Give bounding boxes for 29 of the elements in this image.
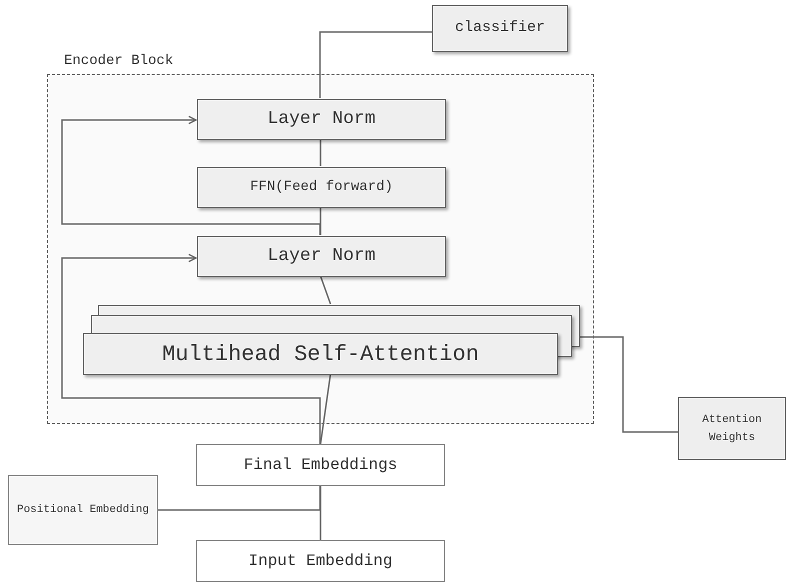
node-label: Positional Embedding [16,503,150,518]
group-title: Encoder Block [64,52,174,71]
arrow [61,254,321,444]
connector-line [320,139,322,166]
connector-line [320,207,322,235]
input-box [8,475,158,545]
node-label: Input Embedding [248,551,393,572]
process-box [197,99,446,140]
arrow [61,116,321,235]
connector-line [320,374,332,444]
node-label: classifier [454,18,545,38]
connector-line [320,486,322,540]
connector-line [158,486,321,511]
node-label: Final Embeddings [244,455,398,476]
node-label: FFN(Feed forward) [250,178,393,197]
connector-line [579,336,678,433]
node-label: Attention Weights [701,412,763,446]
process-box [197,167,446,208]
stacked-cards-drawing [83,305,580,375]
connector-line [319,31,432,98]
process-box [432,5,568,52]
node-label: Multihead Self-Attention [162,340,479,368]
process-box [196,444,445,486]
process-box [197,236,446,277]
connector-line [320,276,332,304]
node-label: Layer Norm [267,108,376,131]
process-box [196,540,445,582]
output-box [678,397,786,460]
node-label: Layer Norm [267,245,376,268]
